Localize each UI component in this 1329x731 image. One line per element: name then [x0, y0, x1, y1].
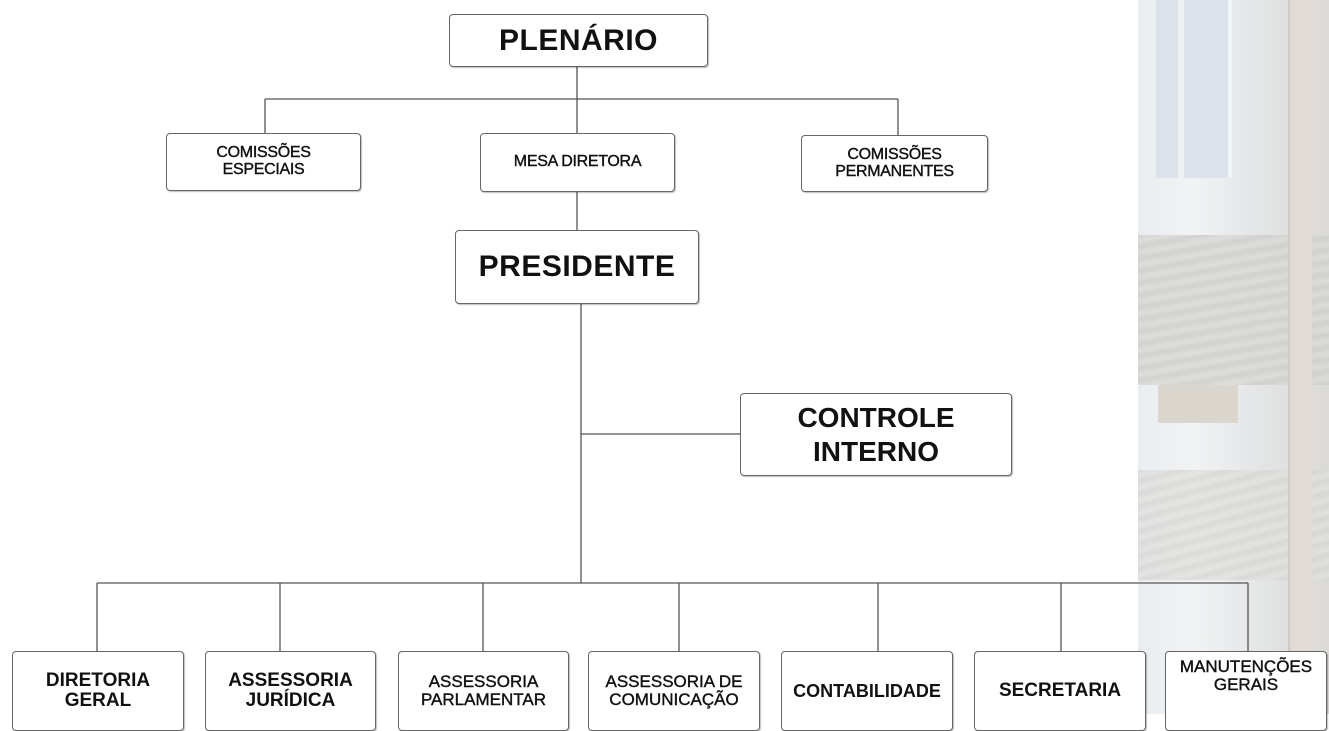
background-photo	[1138, 0, 1329, 714]
node-presidente: PRESIDENTE	[455, 230, 699, 304]
node-diretoria-geral: DIRETORIA GERAL	[12, 651, 184, 731]
photo-fade-overlay	[1138, 0, 1329, 714]
building-window	[1156, 0, 1232, 178]
wooden-beam	[1158, 385, 1238, 423]
node-contabilidade: CONTABILIDADE	[781, 651, 953, 731]
node-controle-interno: CONTROLE INTERNO	[740, 393, 1012, 476]
node-comissoes-especiais: COMISSÕES ESPECIAIS	[166, 133, 361, 191]
node-plenario: PLENÁRIO	[449, 14, 708, 67]
node-assessoria-comunicacao: ASSESSORIA DE COMUNICAÇÃO	[588, 651, 760, 731]
node-assessoria-juridica: ASSESSORIA JURÍDICA	[205, 651, 376, 731]
node-mesa-diretora: MESA DIRETORA	[480, 133, 675, 192]
node-manutencoes-gerais: MANUTENÇÕES GERAIS	[1165, 651, 1327, 731]
node-secretaria: SECRETARIA	[974, 651, 1146, 731]
utility-pole	[1288, 0, 1312, 714]
org-chart-connectors	[96, 66, 1249, 652]
node-comissoes-permanentes: COMISSÕES PERMANENTES	[801, 135, 988, 192]
node-assessoria-parlamentar: ASSESSORIA PARLAMENTAR	[398, 651, 569, 731]
window-frame	[1178, 0, 1184, 178]
